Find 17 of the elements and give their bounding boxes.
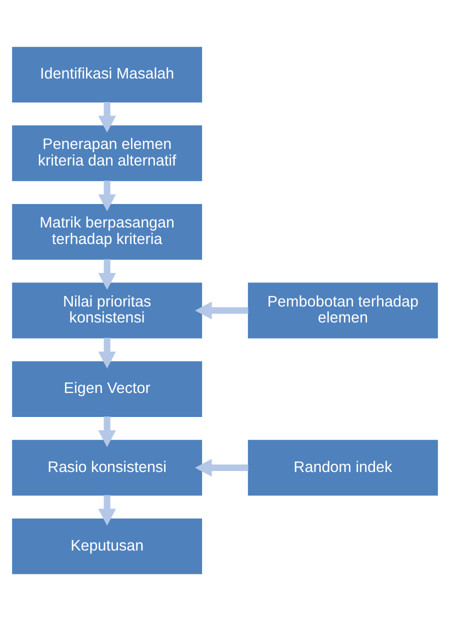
node-box: Random indek [248,440,438,496]
node-box: Nilai prioritas konsistensi [12,282,202,338]
arrow [194,458,248,477]
arrow [98,416,116,448]
node-box: Pembobotan terhadap elemen [248,282,438,338]
node-box: Eigen Vector [12,361,202,417]
arrow [98,102,116,133]
node-box: Keputusan [12,518,202,574]
node-box: Rasio konsistensi [12,440,202,496]
arrow [98,259,116,290]
node-box: Matrik berpasangan terhadap kriteria [12,204,202,260]
node-box: Identifikasi Masalah [12,46,202,102]
arrow [98,180,116,212]
node-box: Penerapan elemen kriteria dan alternatif [12,125,202,182]
arrow [194,302,248,320]
arrow [98,338,116,368]
arrow [98,495,116,526]
